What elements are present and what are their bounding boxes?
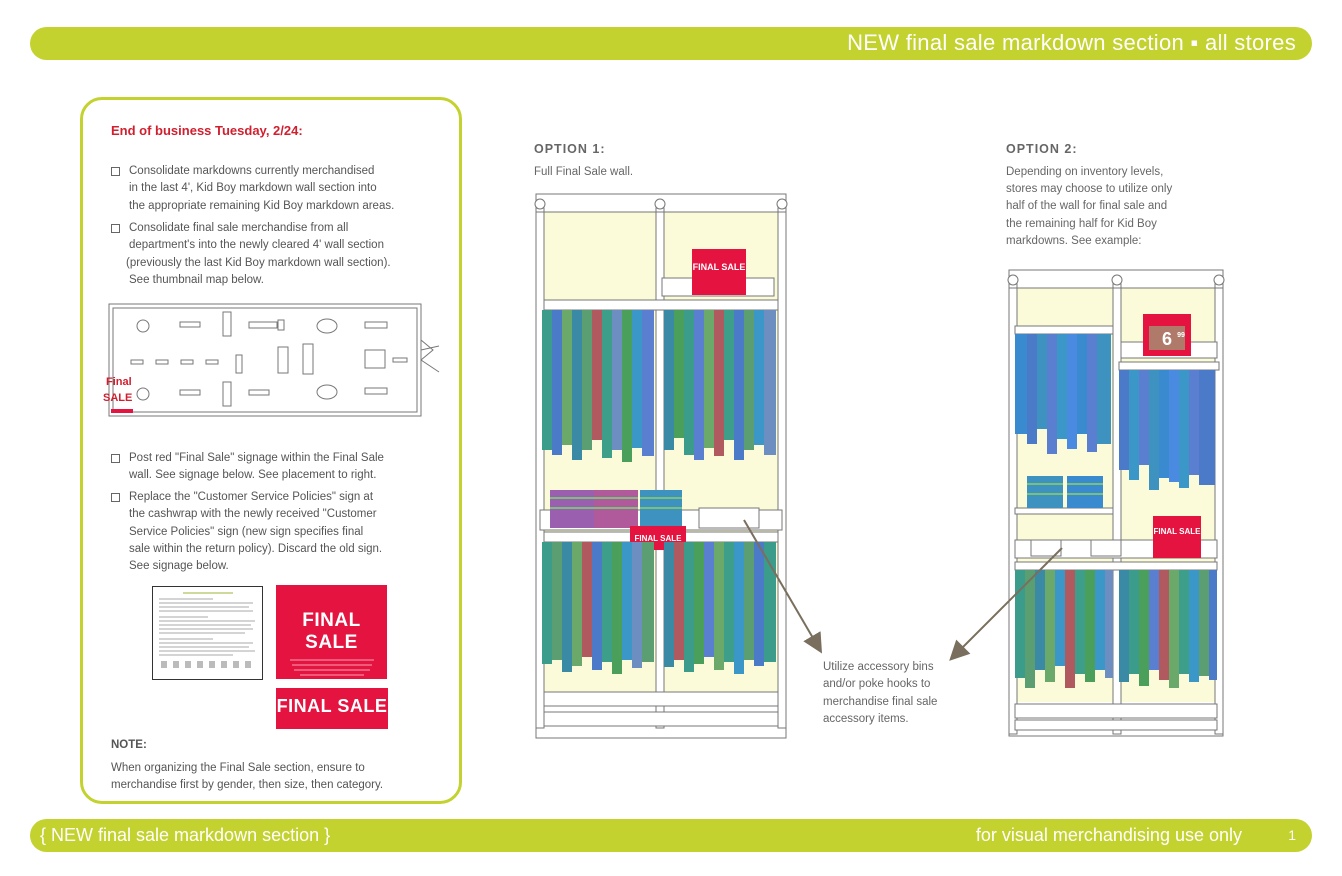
- header-banner: NEW final sale markdown section ▪ all st…: [30, 27, 1312, 60]
- task-text: Replace the "Customer Service Policies" …: [129, 491, 383, 573]
- accessory-callout: Utilize accessory bins and/or poke hooks…: [823, 661, 938, 725]
- checkbox-icon: [111, 493, 120, 502]
- store-thumbnail-map: [108, 303, 440, 417]
- option2-wall-fixture: 6 99 FINAL SALE: [1007, 269, 1225, 737]
- option2-heading: OPTION 2:: [1006, 142, 1078, 156]
- option1-wall-sign-top: FINAL SALE: [693, 262, 746, 272]
- option1-heading: OPTION 1:: [534, 142, 606, 156]
- footer-title: { NEW final sale markdown section }: [40, 825, 331, 845]
- policy-text-lines-icon: [159, 592, 255, 668]
- option2-price-cents: 99: [1177, 332, 1185, 339]
- instructions-panel: [80, 97, 462, 804]
- option1-wall-sign-bottom: FINAL SALE: [635, 534, 683, 543]
- task-text: Consolidate final sale merchandise from …: [126, 222, 391, 286]
- task-item: Replace the "Customer Service Policies" …: [111, 489, 431, 575]
- footer-banner: { NEW final sale markdown section } for …: [30, 819, 1312, 852]
- task-item: Consolidate markdowns currently merchand…: [111, 163, 431, 215]
- option1-wall-fixture: FINAL SALE FINAL SALE: [534, 193, 788, 739]
- final-sale-map-label: Final SALE: [103, 376, 133, 404]
- option2-wall-sign: FINAL SALE: [1154, 527, 1202, 536]
- option2-description: Depending on inventory levels, stores ma…: [1006, 166, 1173, 247]
- task-item: Post red "Final Sale" signage within the…: [111, 450, 431, 485]
- task-text: Post red "Final Sale" signage within the…: [129, 452, 384, 482]
- customer-service-policies-sign: [152, 586, 263, 680]
- option1-description: Full Final Sale wall.: [534, 166, 634, 178]
- checkbox-icon: [111, 224, 120, 233]
- deadline-heading: End of business Tuesday, 2/24:: [111, 123, 303, 138]
- sign-fineprint-icon: [289, 659, 374, 676]
- checkbox-icon: [111, 454, 120, 463]
- option2-price-main: 6: [1162, 329, 1172, 349]
- checkbox-icon: [111, 167, 120, 176]
- note-text: When organizing the Final Sale section, …: [111, 762, 384, 791]
- page-number: 1: [1288, 827, 1296, 843]
- footer-usage-note: for visual merchandising use only: [975, 825, 1242, 845]
- page-title: NEW final sale markdown section ▪ all st…: [847, 30, 1296, 55]
- task-text: Consolidate markdowns currently merchand…: [129, 165, 395, 212]
- task-item: Consolidate final sale merchandise from …: [111, 220, 431, 289]
- final-sale-sign-large: FINAL SALE: [276, 585, 387, 679]
- note-heading: NOTE:: [111, 739, 147, 751]
- final-sale-sign-small: FINAL SALE: [276, 688, 388, 729]
